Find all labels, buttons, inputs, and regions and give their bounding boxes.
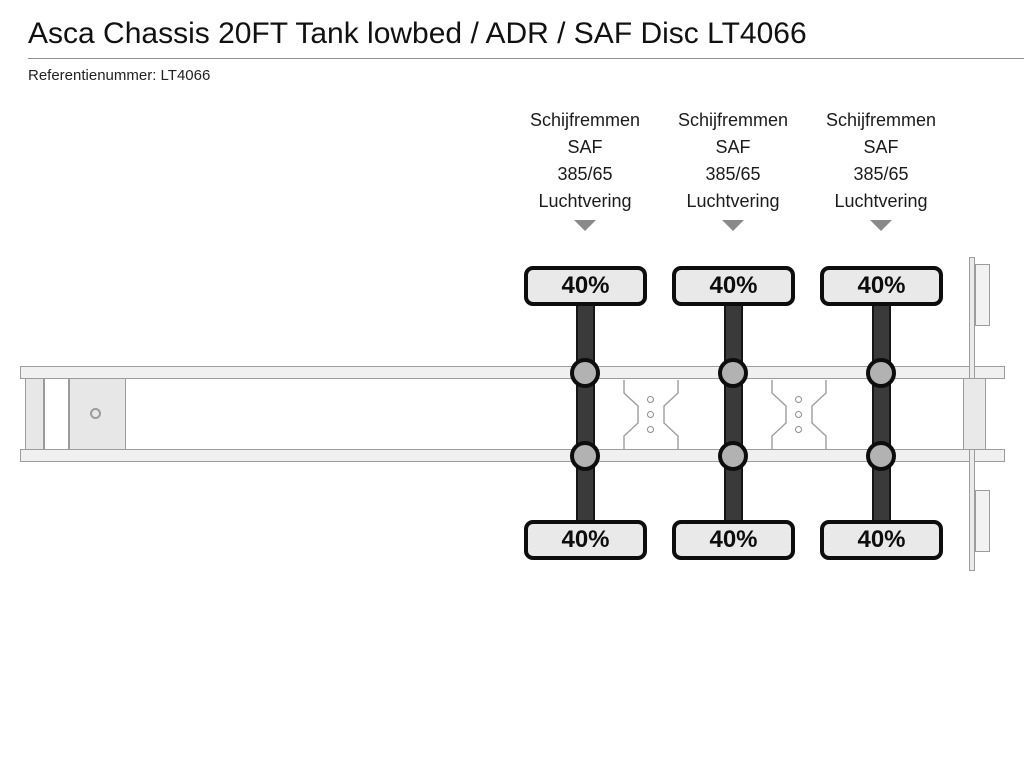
axle-shaft-1 [576,292,595,544]
axle-3-brand: SAF [863,137,899,157]
chassis-top-rail [20,366,1005,379]
axle-1-brand: SAF [567,137,603,157]
wheel-axle-1-top [570,358,600,388]
tread-badge-axle-2-top[interactable]: 40% [672,266,795,306]
rear-post-upper [969,257,975,379]
triangle-down-icon-2 [722,220,744,231]
triangle-down-icon-1 [574,220,596,231]
bracket-hole [795,396,802,403]
tread-badge-axle-3-bottom[interactable]: 40% [820,520,943,560]
chassis-bottom-rail [20,449,1005,462]
axle-2-tyre-size: 385/65 [705,164,761,184]
bracket-hole [795,426,802,433]
axle-info-3: Schijfremmen SAF 385/65 Luchtvering [808,107,954,215]
bracket-hole [795,411,802,418]
front-panel-a [25,378,44,450]
bracket-hole [647,426,654,433]
axle-info-2: Schijfremmen SAF 385/65 Luchtvering [660,107,806,215]
axle-1-tyre-size: 385/65 [557,164,613,184]
page-title: Asca Chassis 20FT Tank lowbed / ADR / SA… [28,17,807,50]
crossmember-bracket-1 [622,379,680,451]
axle-1-brake-type: Schijfremmen [529,110,641,130]
bracket-hole [647,396,654,403]
kingpin-circle-icon [90,408,101,419]
trailer-axle-diagram: Schijfremmen SAF 385/65 Luchtvering Schi… [0,92,1024,768]
axle-2-suspension: Luchtvering [686,191,780,211]
crossmember-bracket-2 [770,379,828,451]
header-divider [28,58,1024,59]
front-panel-b [44,378,69,450]
rear-light-plate-lower [975,490,990,552]
tread-badge-axle-3-top[interactable]: 40% [820,266,943,306]
rear-post-lower [969,449,975,571]
rear-light-plate-upper [975,264,990,326]
tread-badge-axle-2-bottom[interactable]: 40% [672,520,795,560]
tread-badge-axle-1-bottom[interactable]: 40% [524,520,647,560]
wheel-axle-3-top [866,358,896,388]
axle-3-brake-type: Schijfremmen [825,110,937,130]
axle-3-suspension: Luchtvering [834,191,928,211]
triangle-down-icon-3 [870,220,892,231]
axle-3-tyre-size: 385/65 [853,164,909,184]
axle-1-suspension: Luchtvering [538,191,632,211]
rear-body-plate [963,378,986,450]
page-header: Asca Chassis 20FT Tank lowbed / ADR / SA… [0,0,1024,92]
bracket-hole [647,411,654,418]
wheel-axle-2-bottom [718,441,748,471]
reference-number: Referentienummer: LT4066 [28,67,211,84]
wheel-axle-3-bottom [866,441,896,471]
wheel-axle-2-top [718,358,748,388]
wheel-axle-1-bottom [570,441,600,471]
tread-badge-axle-1-top[interactable]: 40% [524,266,647,306]
axle-shaft-3 [872,292,891,544]
axle-info-1: Schijfremmen SAF 385/65 Luchtvering [512,107,658,215]
axle-2-brake-type: Schijfremmen [677,110,789,130]
axle-shaft-2 [724,292,743,544]
axle-2-brand: SAF [715,137,751,157]
